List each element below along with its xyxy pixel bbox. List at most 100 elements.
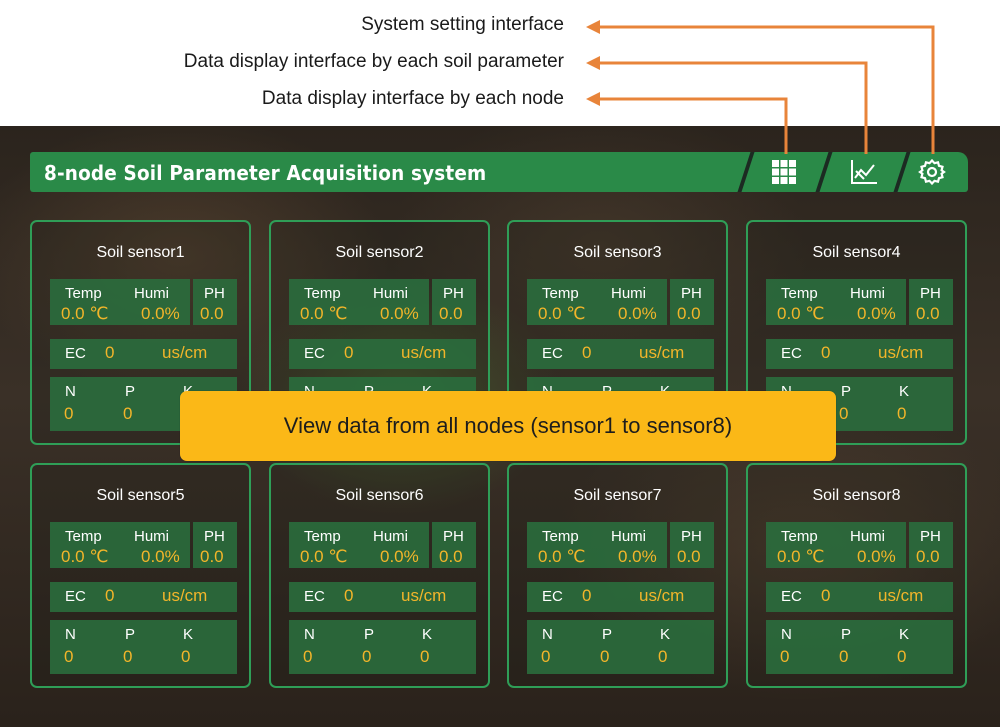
ph-panel: PH 0.0 xyxy=(193,279,237,325)
ec-panel: EC 0 us/cm xyxy=(527,582,714,612)
temp-label: Temp xyxy=(781,528,818,545)
ph-panel: PH 0.0 xyxy=(432,522,476,568)
temp-label: Temp xyxy=(542,528,579,545)
humi-value: 0.0% xyxy=(857,304,896,323)
ec-label: EC xyxy=(781,345,802,362)
ph-value: 0.0 xyxy=(677,547,701,566)
ec-unit: us/cm xyxy=(878,586,924,605)
humi-label: Humi xyxy=(373,285,409,302)
grid-icon xyxy=(772,160,796,184)
temp-value: 0.0 ℃ xyxy=(61,547,109,566)
sensor-title: Soil sensor2 xyxy=(335,244,424,261)
temp-label: Temp xyxy=(781,285,818,302)
line-chart-icon xyxy=(851,160,877,184)
humi-label: Humi xyxy=(134,285,170,302)
sensor-card-6[interactable]: Soil sensor6 Temp Humi 0.0 ℃ 0.0% PH 0.0… xyxy=(269,463,490,688)
temp-humi-panel: Temp Humi 0.0 ℃ 0.0% xyxy=(766,279,906,325)
temp-humi-panel: Temp Humi 0.0 ℃ 0.0% xyxy=(289,279,429,325)
sensor-title: Soil sensor3 xyxy=(573,244,662,261)
sensor-card-7[interactable]: Soil sensor7 Temp Humi 0.0 ℃ 0.0% PH 0.0… xyxy=(507,463,728,688)
sensor-card-8[interactable]: Soil sensor8 Temp Humi 0.0 ℃ 0.0% PH 0.0… xyxy=(746,463,967,688)
humi-label: Humi xyxy=(611,285,647,302)
n-label: N xyxy=(781,626,792,643)
ph-label: PH xyxy=(204,528,225,545)
temp-humi-panel: Temp Humi 0.0 ℃ 0.0% xyxy=(50,522,190,568)
temp-humi-panel: Temp Humi 0.0 ℃ 0.0% xyxy=(766,522,906,568)
ec-value: 0 xyxy=(582,343,592,362)
ph-panel: PH 0.0 xyxy=(670,522,714,568)
ph-label: PH xyxy=(920,285,941,302)
ec-unit: us/cm xyxy=(639,586,685,605)
title-bar: 8-node Soil Parameter Acquisition system xyxy=(30,152,968,192)
p-label: P xyxy=(841,626,852,643)
k-label: K xyxy=(183,626,194,643)
k-label: K xyxy=(899,626,910,643)
npk-panel: N P K 0 0 0 xyxy=(50,620,237,674)
p-label: P xyxy=(125,626,136,643)
temp-value: 0.0 ℃ xyxy=(777,547,825,566)
humi-label: Humi xyxy=(850,285,886,302)
sensor-card-5[interactable]: Soil sensor5 Temp Humi 0.0 ℃ 0.0% PH 0.0… xyxy=(30,463,251,688)
sensor-title: Soil sensor7 xyxy=(573,487,662,504)
ec-unit: us/cm xyxy=(639,343,685,362)
ec-panel: EC 0 us/cm xyxy=(527,339,714,369)
temp-value: 0.0 ℃ xyxy=(61,304,109,323)
node-view-button[interactable] xyxy=(762,156,806,188)
p-value: 0 xyxy=(839,404,849,423)
k-value: 0 xyxy=(897,647,907,666)
k-value: 0 xyxy=(897,404,907,423)
p-label: P xyxy=(602,626,613,643)
ec-label: EC xyxy=(542,345,563,362)
n-value: 0 xyxy=(780,647,790,666)
temp-value: 0.0 ℃ xyxy=(300,547,348,566)
n-value: 0 xyxy=(64,404,74,423)
sensor-title: Soil sensor1 xyxy=(96,244,185,261)
ph-label: PH xyxy=(920,528,941,545)
parameter-view-button[interactable] xyxy=(842,156,886,188)
temp-value: 0.0 ℃ xyxy=(777,304,825,323)
temp-label: Temp xyxy=(304,528,341,545)
humi-label: Humi xyxy=(850,528,886,545)
temp-label: Temp xyxy=(65,528,102,545)
temp-humi-panel: Temp Humi 0.0 ℃ 0.0% xyxy=(527,522,667,568)
ec-label: EC xyxy=(781,588,802,605)
temp-humi-panel: Temp Humi 0.0 ℃ 0.0% xyxy=(289,522,429,568)
humi-value: 0.0% xyxy=(380,304,419,323)
ph-panel: PH 0.0 xyxy=(432,279,476,325)
temp-value: 0.0 ℃ xyxy=(538,547,586,566)
arrowhead-settings xyxy=(586,20,600,34)
n-value: 0 xyxy=(64,647,74,666)
humi-label: Humi xyxy=(611,528,647,545)
title-separator xyxy=(737,152,755,192)
settings-button[interactable] xyxy=(910,156,954,188)
ph-panel: PH 0.0 xyxy=(909,522,953,568)
humi-label: Humi xyxy=(134,528,170,545)
k-value: 0 xyxy=(420,647,430,666)
sensor-title: Soil sensor6 xyxy=(335,487,424,504)
ec-label: EC xyxy=(65,345,86,362)
ec-value: 0 xyxy=(821,343,831,362)
ec-unit: us/cm xyxy=(162,586,208,605)
humi-label: Humi xyxy=(373,528,409,545)
title-separator xyxy=(815,152,833,192)
k-label: K xyxy=(899,383,910,400)
sensor-title: Soil sensor8 xyxy=(812,487,901,504)
ph-value: 0.0 xyxy=(439,547,463,566)
ec-unit: us/cm xyxy=(162,343,208,362)
temp-value: 0.0 ℃ xyxy=(300,304,348,323)
ec-label: EC xyxy=(304,588,325,605)
ph-value: 0.0 xyxy=(200,547,224,566)
app-title: 8-node Soil Parameter Acquisition system xyxy=(44,161,487,185)
p-value: 0 xyxy=(123,647,133,666)
p-value: 0 xyxy=(123,404,133,423)
ec-value: 0 xyxy=(344,343,354,362)
humi-value: 0.0% xyxy=(141,547,180,566)
ph-panel: PH 0.0 xyxy=(670,279,714,325)
sensor-card-4[interactable]: Soil sensor4 Temp Humi 0.0 ℃ 0.0% PH 0.0… xyxy=(746,220,967,445)
ec-label: EC xyxy=(304,345,325,362)
n-label: N xyxy=(65,383,76,400)
humi-value: 0.0% xyxy=(857,547,896,566)
p-value: 0 xyxy=(600,647,610,666)
p-label: P xyxy=(841,383,852,400)
ph-label: PH xyxy=(204,285,225,302)
